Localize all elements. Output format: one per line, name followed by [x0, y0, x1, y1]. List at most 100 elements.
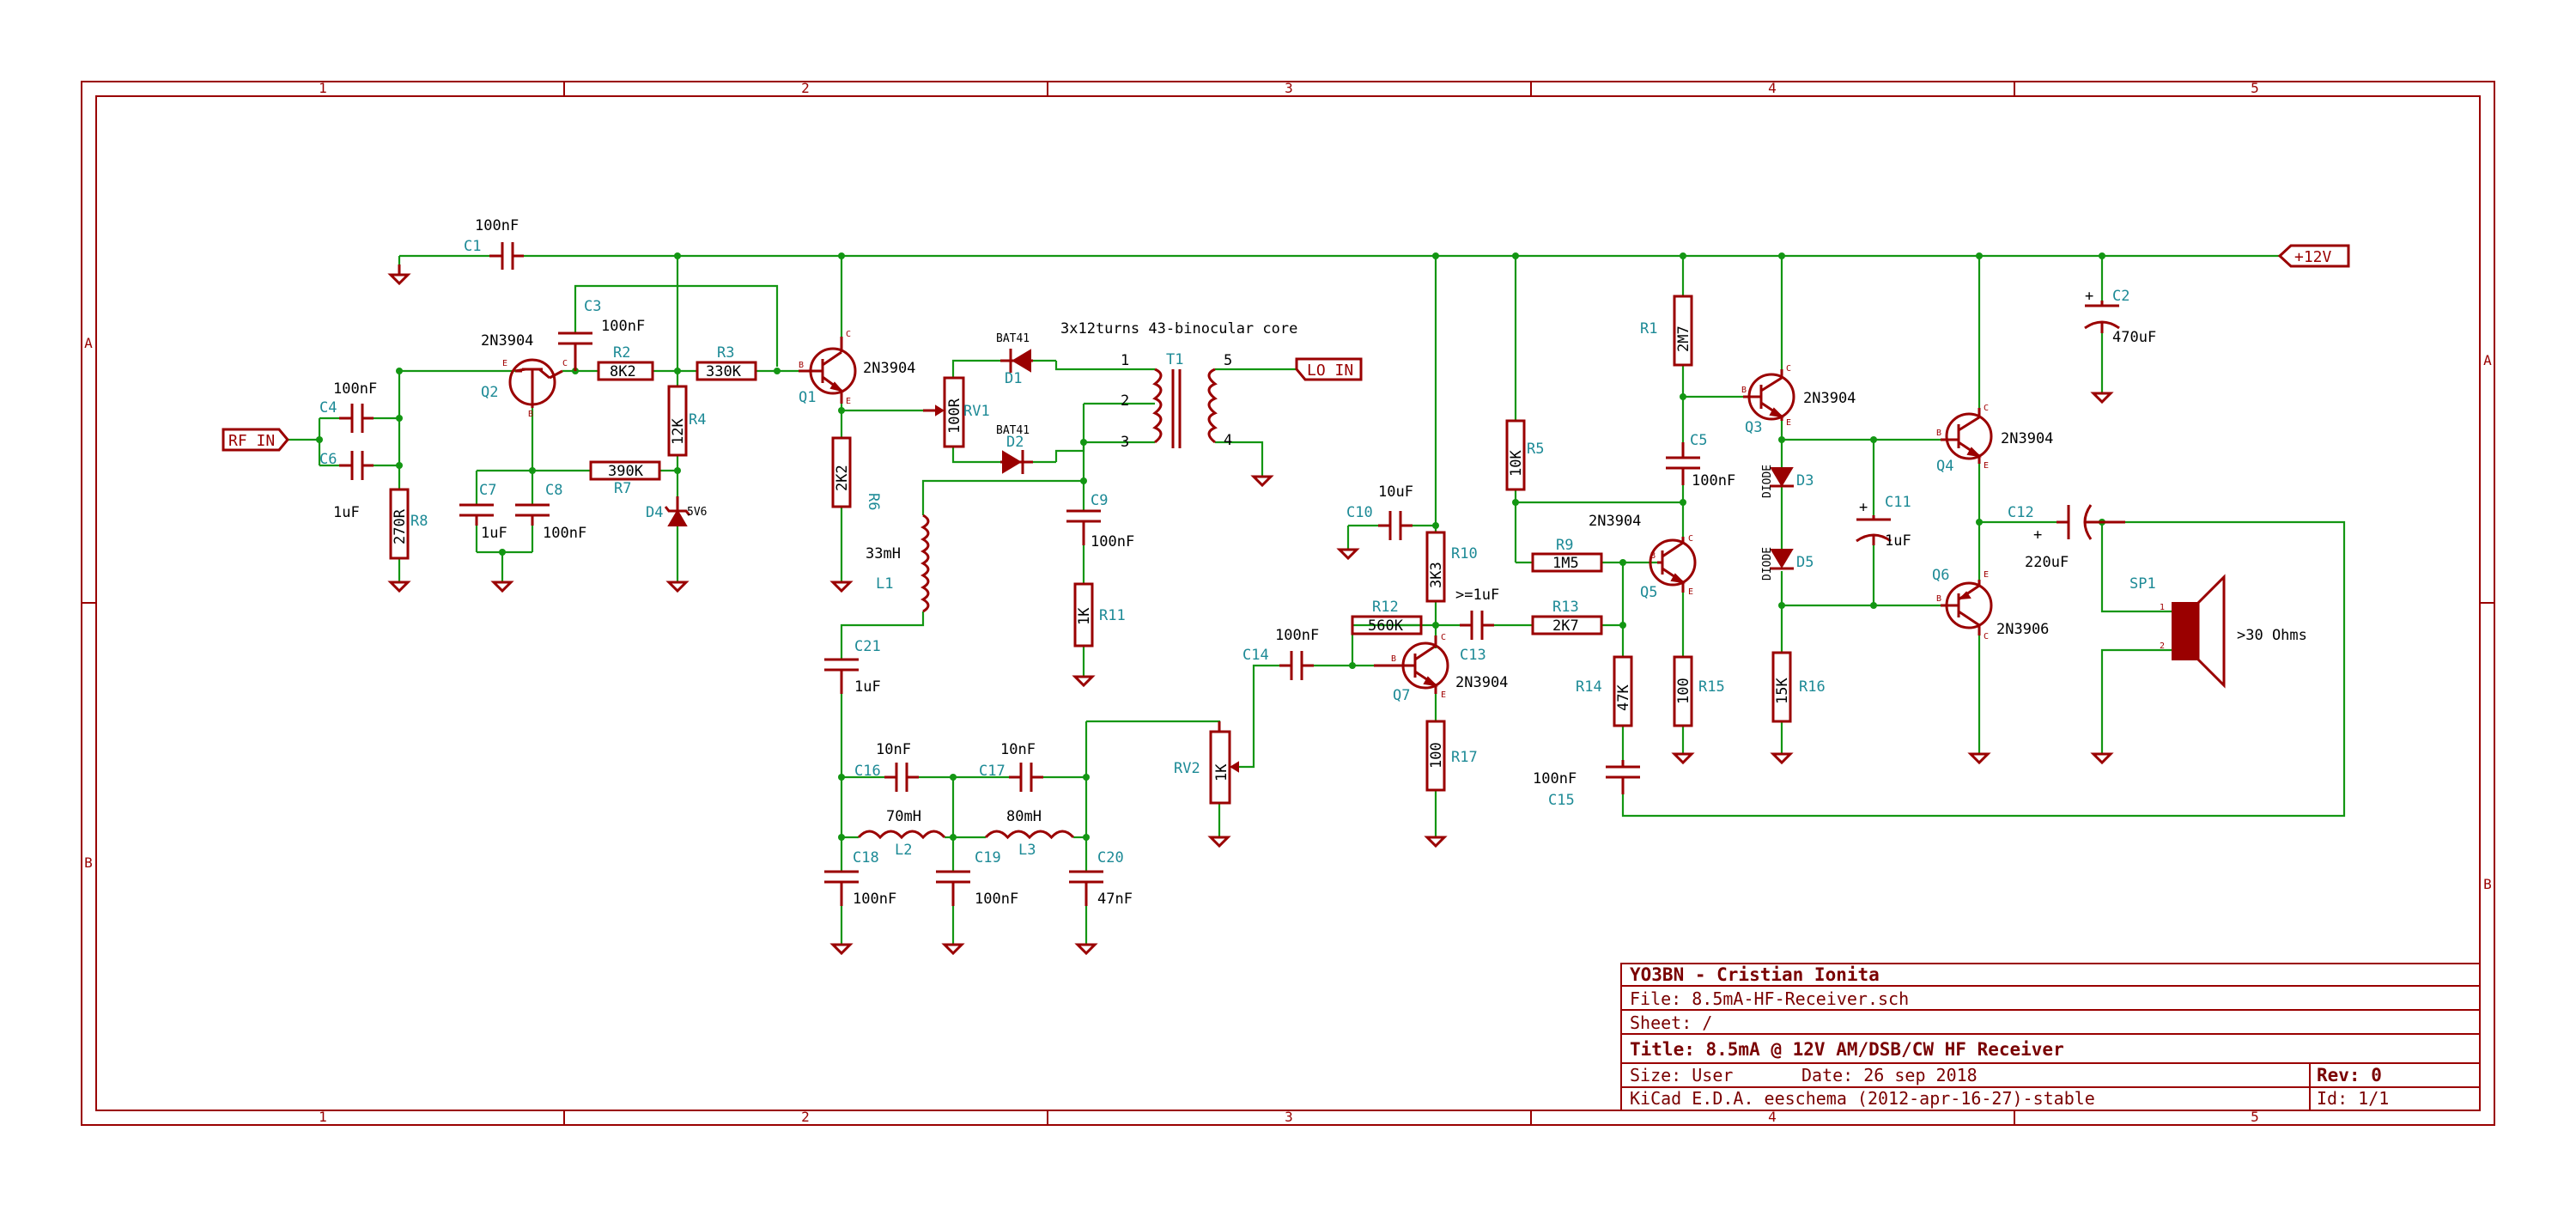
r15-value-label: 100 — [1675, 678, 1692, 704]
c15-value-label: 100nF — [1533, 770, 1577, 787]
r4-reference-label: R4 — [689, 411, 706, 429]
svg-text:4: 4 — [1224, 432, 1232, 449]
svg-text:B: B — [528, 410, 533, 419]
q5-value-label: 2N3904 — [1589, 513, 1641, 530]
rv1-reference-label: RV1 — [963, 403, 990, 420]
diode-d5: DIODE D5 — [1761, 547, 1814, 581]
resistor-r4: 12K R4 — [667, 385, 706, 457]
q4-value-label: 2N3904 — [2001, 430, 2053, 447]
q4-reference-label: Q4 — [1936, 458, 1953, 475]
port-lo-in: LO IN — [1295, 357, 1363, 381]
r9-reference-label: R9 — [1556, 537, 1573, 554]
speaker-note-label: >30 Ohms — [2237, 627, 2307, 644]
port-plus12v: +12V — [2277, 244, 2350, 268]
inductor-l1: 33mH L1 — [866, 514, 930, 613]
frame-col-4-top: 4 — [1768, 80, 1777, 96]
q5-reference-label: Q5 — [1640, 584, 1657, 601]
rf-in-label: RF IN — [228, 432, 275, 450]
svg-text:B: B — [1936, 429, 1941, 438]
rv2-reference-label: RV2 — [1174, 760, 1200, 777]
capacitor-c19: C19 100nF — [936, 849, 1018, 908]
q7-reference-label: Q7 — [1393, 687, 1410, 704]
frame-col-1-top: 1 — [319, 80, 327, 96]
title-block-id: Id: 1/1 — [2317, 1088, 2389, 1109]
r12-value-label: 560K — [1368, 617, 1404, 635]
ground-icon-c7 — [490, 581, 514, 593]
inductor-l2: 70mH L2 — [857, 808, 946, 859]
capacitor-c14: C14 100nF — [1242, 627, 1319, 680]
ground-icon-r15 — [1671, 752, 1695, 765]
c20-value-label: 47nF — [1097, 891, 1133, 908]
sp1-reference-label: SP1 — [2129, 575, 2156, 593]
d2-reference-label: D2 — [1006, 434, 1024, 451]
svg-text:B: B — [1650, 551, 1656, 561]
resistor-r2: 8K2 R2 — [597, 344, 654, 381]
r6-value-label: 2K2 — [834, 465, 851, 491]
c19-value-label: 100nF — [975, 891, 1018, 908]
q1-reference-label: Q1 — [799, 389, 816, 406]
transistor-q5: B C E Q5 2N3904 — [1589, 513, 1697, 601]
ground-icon-c20 — [1074, 943, 1098, 956]
svg-text:E: E — [1688, 587, 1693, 597]
c6-reference-label: C6 — [319, 451, 337, 468]
c18-reference-label: C18 — [853, 849, 879, 866]
r11-reference-label: R11 — [1099, 607, 1126, 624]
sheet-frame: 1 2 3 4 5 1 2 3 4 5 A B A B — [81, 80, 2495, 1126]
l2-value-label: 70mH — [886, 808, 921, 825]
capacitor-c11: + C11 1uF — [1856, 494, 1911, 550]
frame-col-2-bottom: 2 — [801, 1109, 810, 1125]
frame-row-b-left: B — [84, 854, 93, 871]
resistor-r3: 330K R3 — [696, 344, 757, 381]
diode-d3: DIODE D3 — [1761, 465, 1814, 498]
c1-value-label: 100nF — [475, 217, 519, 234]
q3-value-label: 2N3904 — [1803, 390, 1856, 407]
c17-value-label: 10nF — [1000, 741, 1036, 758]
svg-text:E: E — [846, 397, 851, 406]
r10-value-label: 3K3 — [1428, 562, 1445, 588]
frame-col-5-top: 5 — [2251, 80, 2259, 96]
junctions — [316, 252, 2105, 841]
r6-reference-label: R6 — [865, 493, 882, 510]
svg-text:5: 5 — [1224, 352, 1232, 369]
svg-text:C: C — [1984, 404, 1989, 413]
c16-reference-label: C16 — [854, 763, 881, 780]
c10-value-label: 10uF — [1378, 483, 1413, 501]
svg-text:B: B — [799, 361, 804, 370]
r16-reference-label: R16 — [1799, 678, 1826, 696]
c14-reference-label: C14 — [1242, 647, 1269, 664]
c11-reference-label: C11 — [1885, 494, 1911, 511]
r5-value-label: 10K — [1508, 450, 1525, 477]
l1-value-label: 33mH — [866, 545, 901, 562]
c4-value-label: 100nF — [333, 380, 377, 398]
resistor-r6: 2K2 R6 — [831, 436, 882, 510]
c8-value-label: 100nF — [543, 525, 586, 542]
rv2-value-label: 1K — [1213, 763, 1230, 781]
frame-col-4-bottom: 4 — [1768, 1109, 1777, 1125]
inductor-l3: 80mH L3 — [984, 808, 1075, 859]
d3-reference-label: D3 — [1796, 472, 1814, 489]
ground-icon-r8 — [387, 581, 411, 593]
svg-text:B: B — [1936, 594, 1941, 604]
r8-value-label: 270R — [392, 508, 409, 544]
frame-col-2-top: 2 — [801, 80, 810, 96]
title-block-file: File: 8.5mA-HF-Receiver.sch — [1630, 988, 1909, 1009]
title-block-size: Size: User — [1630, 1065, 1733, 1085]
svg-text:1: 1 — [1121, 352, 1129, 369]
resistor-r13: 2K7 R13 — [1531, 599, 1603, 635]
r13-reference-label: R13 — [1552, 599, 1579, 616]
ground-icon-c19 — [941, 943, 965, 956]
capacitor-c18: C18 100nF — [824, 849, 896, 908]
frame-col-3-bottom: 3 — [1285, 1109, 1293, 1125]
svg-text:E: E — [1984, 570, 1989, 580]
transistor-q7: B C E Q7 2N3904 — [1374, 633, 1508, 704]
r2-reference-label: R2 — [613, 344, 630, 362]
capacitor-c21: C21 1uF — [824, 638, 881, 696]
ground-icon-c10 — [1336, 548, 1360, 561]
c9-value-label: 100nF — [1091, 533, 1134, 550]
l1-reference-label: L1 — [876, 575, 893, 593]
frame-col-5-bottom: 5 — [2251, 1109, 2259, 1125]
resistor-r7: 390K R7 — [589, 460, 661, 497]
capacitor-c2: + C2 470uF — [2084, 288, 2156, 346]
ground-icon-r11 — [1072, 675, 1096, 688]
plus12v-label: +12V — [2294, 248, 2332, 266]
